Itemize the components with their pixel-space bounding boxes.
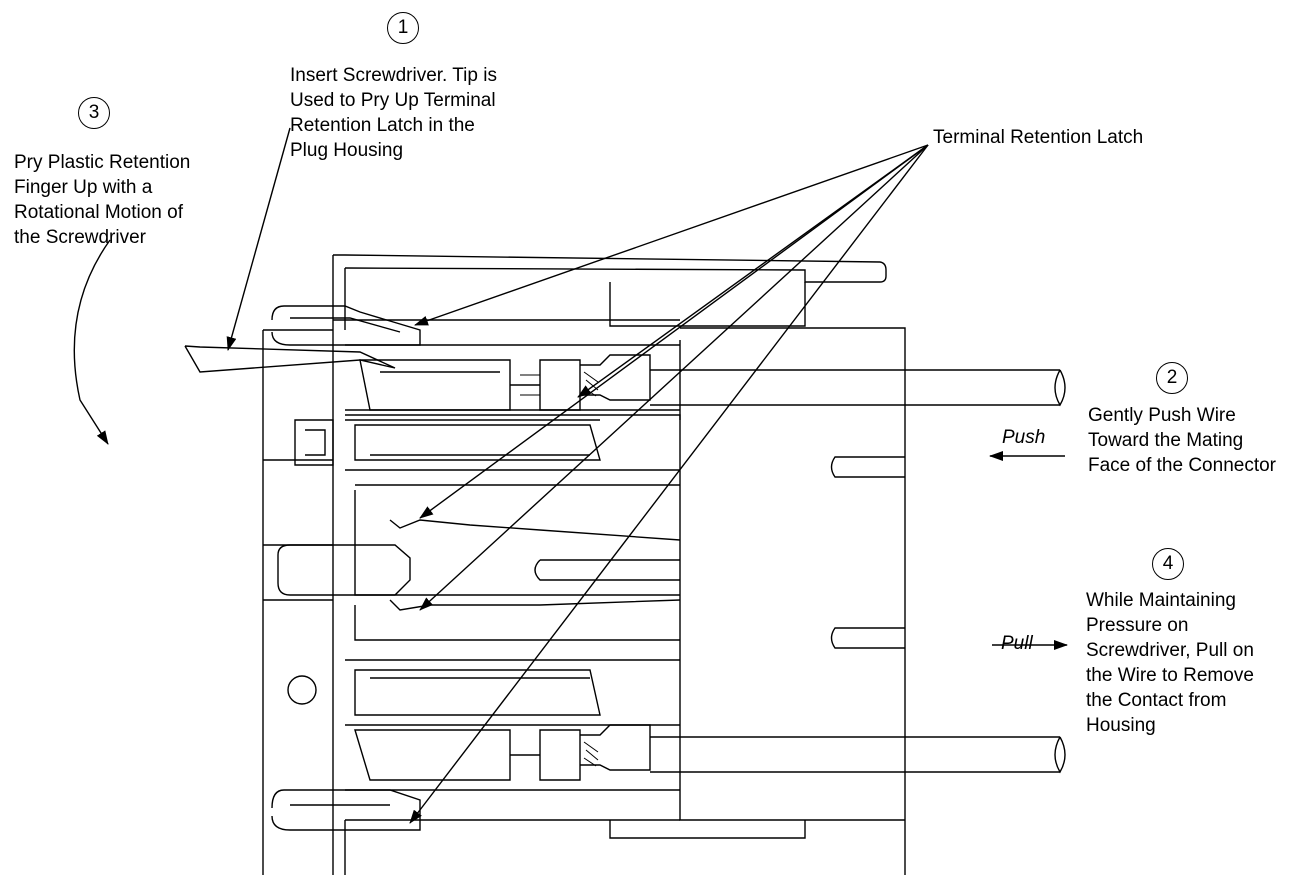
second-cavity xyxy=(345,419,680,486)
step1-leader-arrow xyxy=(226,127,291,351)
push-label: Push xyxy=(1002,427,1046,448)
connector-housing xyxy=(262,254,906,875)
latch-leader-arrow-3 xyxy=(419,144,929,519)
latch-leader-arrow-4 xyxy=(419,144,929,611)
step-3-text: Pry Plastic Retention Finger Up with a R… xyxy=(14,152,191,248)
middle-cavity xyxy=(277,490,681,641)
step-4-number: 4 xyxy=(1152,548,1184,580)
latch-leader-arrow-5 xyxy=(409,144,929,824)
step-4-text: While Maintaining Pressure on Screwdrive… xyxy=(1086,590,1254,736)
latch-leader-arrow-1 xyxy=(414,144,929,326)
pull-label: Pull xyxy=(1001,633,1033,654)
step-3-number: 3 xyxy=(78,97,110,129)
lower-retention-finger xyxy=(271,789,421,831)
rotation-arrow xyxy=(73,239,111,445)
upper-terminal xyxy=(345,344,1066,420)
lower-terminal xyxy=(345,724,1066,791)
step-1-number: 1 xyxy=(387,12,419,44)
terminal-retention-latch-label: Terminal Retention Latch xyxy=(933,127,1144,148)
step-2-text: Gently Push Wire Toward the Mating Face … xyxy=(1088,405,1276,476)
step-2-number: 2 xyxy=(1156,362,1188,394)
lower-cavity xyxy=(345,659,680,726)
step-1-text: Insert Screwdriver. Tip is Used to Pry U… xyxy=(290,65,497,161)
upper-retention-finger xyxy=(271,305,421,346)
screwdriver xyxy=(184,345,396,373)
